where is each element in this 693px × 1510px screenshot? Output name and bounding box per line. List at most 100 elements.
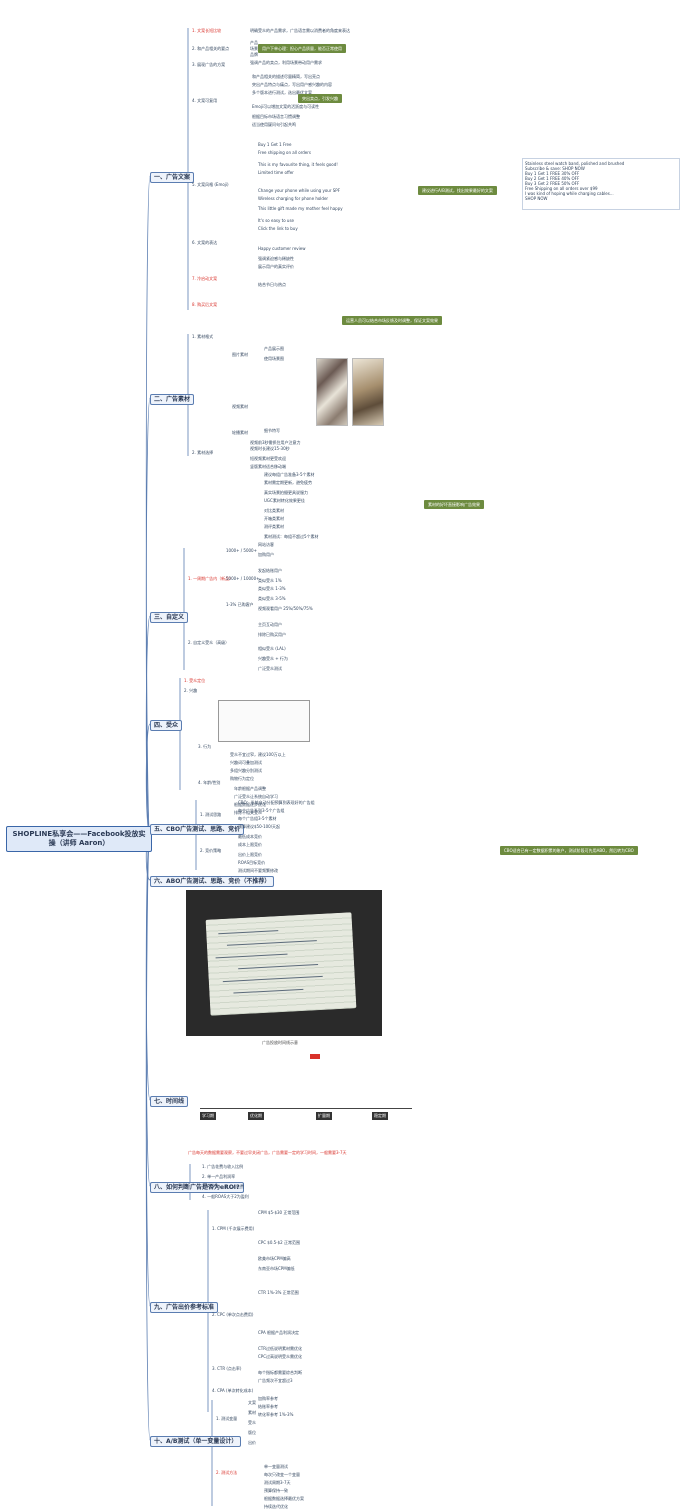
b1-leaf-5[interactable]: 强调产品的卖点，利用场景带动用户需求 bbox=[250, 60, 322, 65]
b9-leaf-3[interactable]: CTR 1%-3% 正常范围 bbox=[258, 1290, 299, 1295]
b1-item-7[interactable]: 7. 冷启动文案 bbox=[192, 276, 218, 281]
b10-leaf-8[interactable]: 测试周期3-7天 bbox=[264, 1480, 291, 1485]
b9-leaf-2[interactable]: CPC $0.5-$2 正常范围 bbox=[258, 1240, 300, 1245]
b2-leaf-7[interactable]: 视频前3秒需抓住用户注意力 bbox=[250, 440, 301, 445]
b2-leaf-17[interactable]: 测评类素材 bbox=[264, 524, 284, 529]
b9-leaf-1[interactable]: CPM $5-$30 正常范围 bbox=[258, 1210, 300, 1215]
b1-leaf-14[interactable]: This is my favourite thing, it feels goo… bbox=[258, 162, 338, 167]
branch-bid[interactable]: 九、广告出价参考标准 bbox=[150, 1302, 219, 1313]
b5-item-2[interactable]: 2. 竞价策略 bbox=[200, 848, 222, 853]
b1-leaf-4[interactable]: 品牌 bbox=[250, 52, 258, 57]
b2-leaf-8[interactable]: 视频时长建议15-30秒 bbox=[250, 446, 290, 451]
b2-leaf-12[interactable]: 素材需定期更新，避免疲劳 bbox=[264, 480, 312, 485]
b1-leaf-11[interactable]: 适当使用疑问句引起共鸣 bbox=[252, 122, 296, 127]
b1-leaf-12[interactable]: Buy 1 Get 1 Free bbox=[258, 142, 292, 147]
b1-leaf-24[interactable]: 结合节日与热点 bbox=[258, 282, 286, 287]
b1-leaf-21[interactable]: Happy customer review bbox=[258, 246, 306, 251]
b10-leaf-9[interactable]: 预算保持一致 bbox=[264, 1488, 288, 1493]
b1-leaf-15[interactable]: Limited time offer bbox=[258, 170, 294, 175]
b2-leaf-14[interactable]: UGC素材转化效果更佳 bbox=[264, 498, 305, 503]
b3-item-1[interactable]: 1. 一周期广告内（新品） bbox=[188, 576, 234, 581]
b10-leaf-2[interactable]: 素材 bbox=[248, 1410, 256, 1415]
b8-item-1[interactable]: 1. 广告花费与收入比例 bbox=[202, 1164, 244, 1169]
b3-leaf-1[interactable]: 1000+ / 5000+ bbox=[226, 548, 257, 553]
b3-leaf-15[interactable]: 广泛受众测试 bbox=[258, 666, 282, 671]
b9-leaf-13[interactable]: 转化率参考 1%-3% bbox=[258, 1412, 294, 1417]
b3-leaf-7[interactable]: 类似受众 1% bbox=[258, 578, 282, 583]
branch-ab[interactable]: 十、A/B测试（单一变量设计） bbox=[150, 1436, 242, 1447]
b5-leaf-8[interactable]: ROAS目标竞价 bbox=[238, 860, 266, 865]
b9-leaf-12[interactable]: 结账率参考 bbox=[258, 1404, 278, 1409]
b4-item-2[interactable]: 2. 兴趣 bbox=[184, 688, 198, 693]
b10-leaf-7[interactable]: 每次只改变一个变量 bbox=[264, 1472, 300, 1477]
b4-leaf-3[interactable]: 多组兴趣分别测试 bbox=[230, 768, 262, 773]
b2-leaf-2[interactable]: 视频素材 bbox=[232, 404, 248, 409]
b2-item-2[interactable]: 2. 素材选择 bbox=[192, 450, 214, 455]
b1-leaf-3[interactable]: 场景 bbox=[250, 46, 258, 51]
b1-leaf-13[interactable]: Free shipping on all orders bbox=[258, 150, 311, 155]
b2-leaf-18[interactable]: 素材测试：每组不超过5个素材 bbox=[264, 534, 319, 539]
b3-item-2[interactable]: 2. 自定义受众（高级） bbox=[188, 640, 230, 645]
b5-leaf-2[interactable]: 每个广告系列3-5个广告组 bbox=[238, 808, 285, 813]
b4-item-1[interactable]: 1. 受众定位 bbox=[184, 678, 206, 683]
b5-leaf-4[interactable]: 预算建议$50-100/天起 bbox=[238, 824, 281, 829]
b3-leaf-8[interactable]: 类似受众 1-3% bbox=[258, 586, 286, 591]
b1-leaf-16[interactable]: Change your phone while using your SPF bbox=[258, 188, 340, 193]
branch-custom[interactable]: 三、自定义 bbox=[150, 612, 189, 623]
b2-leaf-9[interactable]: 短视频素材更受欢迎 bbox=[250, 456, 286, 461]
b1-leaf-17[interactable]: Wireless charging for phone holder bbox=[258, 196, 329, 201]
b9-leaf-8[interactable]: CPC过高说明受众需优化 bbox=[258, 1354, 302, 1359]
b9-item-3[interactable]: 3. CTR (点击率) bbox=[212, 1366, 242, 1371]
b4-leaf-4[interactable]: 购物行为定位 bbox=[230, 776, 254, 781]
b5-leaf-6[interactable]: 成本上限竞价 bbox=[238, 842, 262, 847]
branch-audience[interactable]: 四、受众 bbox=[150, 720, 183, 731]
b9-item-4[interactable]: 4. CPA (单次转化成本) bbox=[212, 1388, 254, 1393]
b2-leaf-10[interactable]: 竖版素材适合移动端 bbox=[250, 464, 286, 469]
b4-item-3[interactable]: 3. 行为 bbox=[198, 744, 212, 749]
branch-ad-copy[interactable]: 一、广告文案 bbox=[150, 172, 195, 183]
b10-leaf-5[interactable]: 出价 bbox=[248, 1440, 256, 1445]
b1-item-6[interactable]: 6. 文案的表达 bbox=[192, 240, 218, 245]
b1-item-1[interactable]: 1. 文案长短比较 bbox=[192, 28, 222, 33]
b1-item-5[interactable]: 5. 文案风格 (Emoji) bbox=[192, 182, 229, 187]
b4-leaf-5[interactable]: 年龄根据产品调整 bbox=[234, 786, 266, 791]
b9-leaf-6[interactable]: 东南亚市场CPM偏低 bbox=[258, 1266, 295, 1271]
branch-timeline[interactable]: 七、时间线 bbox=[150, 1096, 189, 1107]
b9-leaf-5[interactable]: 欧美市场CPM偏高 bbox=[258, 1256, 291, 1261]
branch-abo[interactable]: 六、ABO广告测试、思路、竞价（不推荐） bbox=[150, 876, 275, 887]
b3-leaf-9[interactable]: 类似受众 3-5% bbox=[258, 596, 286, 601]
b2-leaf-3[interactable]: 轮播素材 bbox=[232, 430, 248, 435]
b3-leaf-13[interactable]: 相似受众 (LAL) bbox=[258, 646, 286, 651]
b1-leaf-23[interactable]: 展示用户的真实评价 bbox=[258, 264, 294, 269]
b9-leaf-11[interactable]: 加购率参考 bbox=[258, 1396, 278, 1401]
b9-leaf-4[interactable]: CPA 根据产品利润决定 bbox=[258, 1330, 299, 1335]
b2-leaf-4[interactable]: 产品展示图 bbox=[264, 346, 284, 351]
b2-leaf-5[interactable]: 使用场景图 bbox=[264, 356, 284, 361]
b8-item-4[interactable]: 4. 一般ROAS大于2为盈利 bbox=[202, 1194, 249, 1199]
b4-item-4[interactable]: 4. 年龄/性别 bbox=[198, 780, 221, 785]
b1-leaf-8[interactable]: 多个版本进行测试，选出最优文案 bbox=[252, 90, 312, 95]
b3-leaf-5[interactable]: 加购用户 bbox=[258, 552, 274, 557]
b2-leaf-6[interactable]: 细节特写 bbox=[264, 428, 280, 433]
b5-leaf-1[interactable]: CBO：系统自动分配预算到表现好的广告组 bbox=[238, 800, 315, 805]
b10-leaf-6[interactable]: 单一变量测试 bbox=[264, 1464, 288, 1469]
b5-leaf-7[interactable]: 出价上限竞价 bbox=[238, 852, 262, 857]
b4-leaf-2[interactable]: 兴趣词可叠加测试 bbox=[230, 760, 262, 765]
b4-leaf-8[interactable]: 排除不相关受众 bbox=[234, 810, 262, 815]
b1-leaf-18[interactable]: This little gift made my mother feel hap… bbox=[258, 206, 343, 211]
branch-cbo[interactable]: 五、CBO广告测试、思路、竞价 bbox=[150, 824, 245, 835]
b5-leaf-5[interactable]: 最低成本竞价 bbox=[238, 834, 262, 839]
b9-item-2[interactable]: 2. CPC (单次点击费用) bbox=[212, 1312, 254, 1317]
b2-leaf-16[interactable]: 开箱类素材 bbox=[264, 516, 284, 521]
b10-item-2[interactable]: 2. 测试方法 bbox=[216, 1470, 238, 1475]
b4-leaf-7[interactable]: 根据数据逐步优化 bbox=[234, 802, 266, 807]
branch-ad-creative[interactable]: 二、广告素材 bbox=[150, 394, 195, 405]
b9-leaf-10[interactable]: 广告频次不宜超过3 bbox=[258, 1378, 293, 1383]
b3-leaf-14[interactable]: 兴趣受众 + 行为 bbox=[258, 656, 288, 661]
b5-leaf-9[interactable]: 测试期间不要频繁修改 bbox=[238, 868, 278, 873]
b10-leaf-4[interactable]: 版位 bbox=[248, 1430, 256, 1435]
branch-roi[interactable]: 八、如何判断广告是否为eROI? bbox=[150, 1182, 244, 1193]
b1-item-4[interactable]: 4. 文案可复用 bbox=[192, 98, 218, 103]
b2-leaf-11[interactable]: 建议每组广告准备3-5个素材 bbox=[264, 472, 315, 477]
b1-item-2[interactable]: 2. 和产品相关的要点 bbox=[192, 46, 230, 51]
